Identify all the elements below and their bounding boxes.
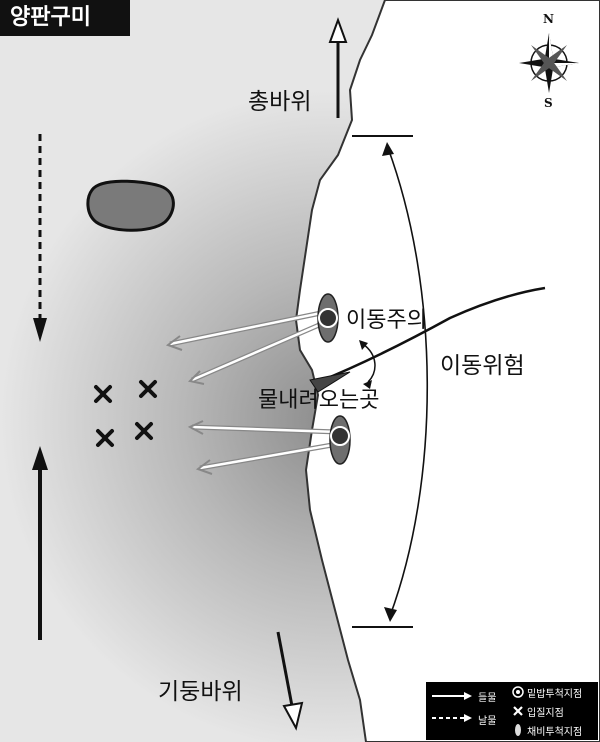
gear-point-upper	[317, 293, 339, 343]
legend-ebb-label: 날물	[478, 716, 497, 727]
map-title: 양판구미	[0, 0, 130, 36]
direction-arrow-bottom-head	[282, 701, 304, 731]
caution-label: 이동주의	[346, 308, 427, 333]
legend-flood-label: 들물	[478, 693, 497, 704]
small-curve-arrow-head-b	[363, 380, 372, 389]
stream-inflow	[309, 371, 351, 393]
cast-line	[195, 441, 339, 475]
gear-point-lower	[329, 415, 351, 465]
entry-point-x	[96, 429, 114, 447]
legend-gear-label: 채비투척지점	[527, 727, 583, 738]
entry-point-x	[135, 422, 153, 440]
small-curve-arrow	[362, 343, 376, 383]
cast-line	[187, 319, 327, 385]
inflow-label: 물내려오는곳	[258, 388, 380, 413]
entry-point-x	[139, 380, 157, 398]
legend-gear-icon	[515, 724, 521, 736]
cast-line	[165, 309, 327, 351]
compass-north-label: N	[543, 12, 554, 26]
land-area	[294, 0, 600, 742]
range-arc-head-top	[382, 142, 394, 156]
rock-top-label: 총바위	[248, 89, 312, 115]
range-arc	[387, 147, 429, 617]
flood-tide-arrow-head	[32, 446, 48, 470]
entry-point-x	[94, 385, 112, 403]
cast-lines	[165, 309, 339, 475]
legend: 들물 날물 밑밥투척지점 입질지점 채비투척지점	[426, 682, 598, 740]
compass-south-label: S	[544, 96, 553, 110]
legend-ebb-arrow-icon	[432, 714, 472, 722]
rock-shape	[86, 179, 175, 232]
legend-entry-label: 입질지점	[527, 708, 564, 719]
entry-points	[94, 380, 157, 447]
small-curve-arrow-head-a	[359, 340, 368, 350]
legend-flood-arrow-icon	[432, 692, 472, 700]
range-arc-head-bottom	[384, 607, 397, 622]
legend-bait-label: 밑밥투척지점	[527, 689, 583, 700]
compass-rose	[519, 33, 579, 93]
direction-arrow-top-head	[328, 17, 348, 43]
stream-line	[317, 286, 546, 384]
direction-arrow-bottom	[276, 631, 294, 707]
ebb-tide-arrow-head	[33, 318, 47, 342]
legend-entry-icon	[513, 706, 523, 716]
rock-bottom-label: 기둥바위	[158, 679, 243, 705]
danger-label: 이동위험	[440, 353, 525, 379]
cast-line	[187, 420, 339, 435]
legend-symbols	[432, 686, 524, 736]
legend-bait-icon	[512, 686, 524, 698]
